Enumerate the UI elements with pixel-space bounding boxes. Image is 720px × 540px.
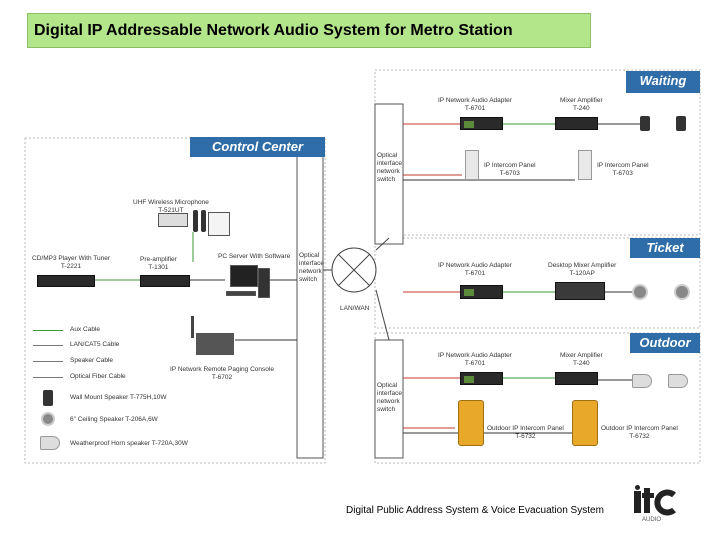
wireless-mic-icon — [193, 210, 198, 232]
paging-console — [196, 333, 234, 355]
waiting-room-header: Waiting Room — [626, 71, 700, 108]
wireless-mic-label: UHF Wireless Microphone T-521UT — [133, 199, 209, 214]
ticket-desktop-amplifier — [555, 282, 605, 300]
waiting-audio-adapter — [460, 117, 503, 130]
pc-monitor — [230, 265, 258, 287]
control-center-header: Control Center — [190, 137, 325, 157]
ceiling-speaker-icon — [632, 284, 648, 300]
outdoor-intercom-2-label: Outdoor IP Intercom Panel T-6732 — [601, 425, 678, 440]
ticket-amplifier-label: Desktop Mixer Amplifier T-120AP — [548, 262, 617, 277]
mic-stand-box — [208, 212, 230, 236]
waiting-mixer-amplifier — [555, 117, 598, 130]
preamplifier — [140, 275, 190, 287]
ticket-audio-adapter — [460, 285, 503, 299]
waiting-intercom-1-label: IP Intercom Panel T-6703 — [484, 162, 536, 177]
outdoor-adapter-label: IP Network Audio Adapter T-6701 — [438, 352, 512, 367]
outdoor-intercom-2 — [572, 400, 598, 446]
outdoor-switch-label: Optical interface network switch — [377, 382, 402, 413]
outdoor-intercom-1 — [458, 400, 484, 446]
control-switch-label: Optical interface network switch — [299, 252, 324, 283]
page-title: Digital IP Addressable Network Audio Sys… — [27, 13, 591, 48]
pc-tower — [258, 268, 270, 298]
waiting-intercom-1 — [465, 150, 479, 180]
pc-keyboard — [226, 291, 256, 296]
pc-server-label: PC Server With Software — [218, 253, 291, 260]
horn-speaker-icon — [40, 436, 60, 450]
paging-console-mic — [191, 316, 194, 338]
horn-speaker-icon — [668, 374, 688, 388]
wall-speaker-icon — [640, 116, 650, 131]
waiting-intercom-2 — [578, 150, 592, 180]
legend-item: Aux Cable — [70, 326, 100, 333]
ticket-adapter-label: IP Network Audio Adapter T-6701 — [438, 262, 512, 277]
wireless-mic-receiver — [158, 213, 188, 227]
ceiling-speaker-icon — [674, 284, 690, 300]
paging-console-label: IP Network Remote Paging Console T-6702 — [170, 366, 274, 381]
waiting-adapter-label: IP Network Audio Adapter T-6701 — [438, 97, 512, 112]
outdoor-amplifier-label: Mixer Amplifier T-240 — [560, 352, 603, 367]
cd-player — [37, 275, 95, 287]
wall-speaker-icon — [676, 116, 686, 131]
footer-caption: Digital Public Address System & Voice Ev… — [346, 505, 604, 516]
legend-item: Weatherproof Horn speaker T-720A,30W — [70, 440, 188, 447]
legend-item: LAN/CAT5 Cable — [70, 341, 120, 348]
outdoor-intercom-1-label: Outdoor IP Intercom Panel T-6732 — [487, 425, 564, 440]
itc-logo: AUDIO — [632, 485, 678, 523]
outdoor-mixer-amplifier — [555, 372, 598, 385]
outdoor-area-header: Outdoor Area — [630, 333, 700, 370]
legend-item: Speaker Cable — [70, 357, 113, 364]
cd-player-label: CD/MP3 Player With Tuner T-2221 — [32, 255, 111, 270]
legend-item: Optical Fiber Cable — [70, 373, 126, 380]
outdoor-audio-adapter — [460, 372, 503, 385]
ticket-room-header: Ticket Room — [630, 238, 700, 275]
waiting-intercom-2-label: IP Intercom Panel T-6703 — [597, 162, 649, 177]
svg-text:AUDIO: AUDIO — [642, 517, 661, 523]
waiting-switch-label: Optical interface network switch — [377, 152, 402, 183]
wireless-mic-icon-2 — [201, 210, 206, 232]
legend-item: 6" Ceiling Speaker T-206A,6W — [70, 416, 158, 423]
preamp-label: Pre-amplifier T-1301 — [140, 256, 177, 271]
ceiling-speaker-icon — [41, 412, 55, 426]
waiting-amplifier-label: Mixer Amplifier T-240 — [560, 97, 603, 112]
legend-item: Wall Mount Speaker T-775H,10W — [70, 394, 167, 401]
wall-speaker-icon — [43, 390, 53, 406]
lan-wan-label: LAN/WAN — [340, 305, 370, 312]
horn-speaker-icon — [632, 374, 652, 388]
